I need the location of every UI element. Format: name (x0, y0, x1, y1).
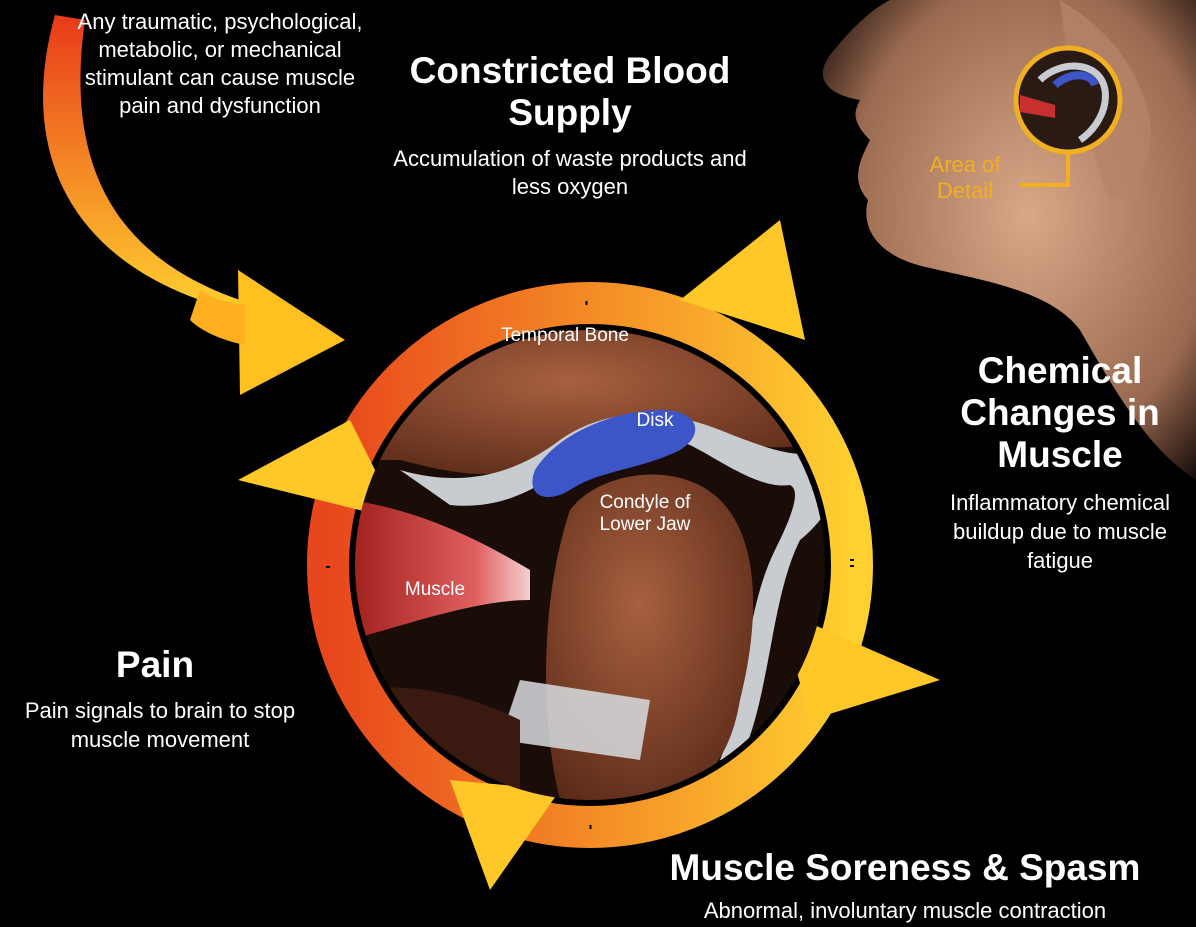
soreness-subtitle: Abnormal, involuntary muscle contraction (620, 898, 1190, 924)
disk-label: Disk (615, 410, 695, 432)
chemical-changes-title: Chemical Changes in Muscle (930, 350, 1190, 476)
pain-title: Pain (90, 644, 220, 686)
intro-text: Any traumatic, psychological, metabolic,… (70, 8, 370, 120)
muscle-label: Muscle (380, 579, 490, 601)
blood-supply-title: Constricted Blood Supply (400, 50, 740, 134)
soreness-title: Muscle Soreness & Spasm (620, 847, 1190, 889)
area-of-detail-label: Area of Detail (905, 152, 1025, 204)
condyle-label: Condyle of Lower Jaw (585, 492, 705, 536)
pain-subtitle: Pain signals to brain to stop muscle mov… (0, 696, 320, 754)
chemical-changes-subtitle: Inflammatory chemical buildup due to mus… (930, 488, 1190, 575)
blood-supply-subtitle: Accumulation of waste products and less … (380, 145, 760, 201)
temporal-bone-label: Temporal Bone (500, 325, 630, 347)
